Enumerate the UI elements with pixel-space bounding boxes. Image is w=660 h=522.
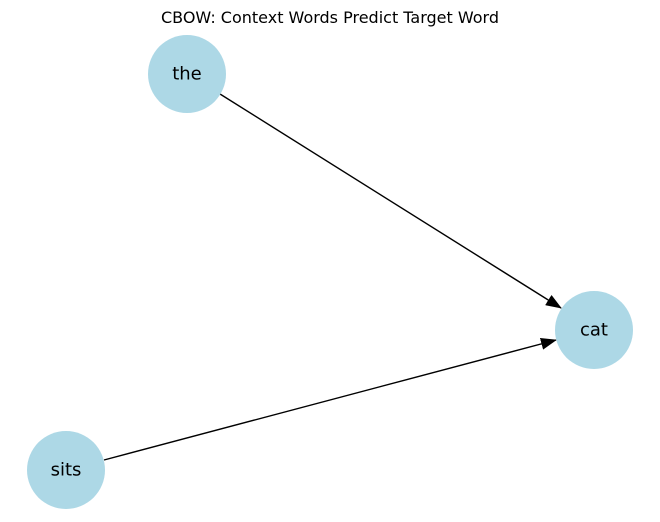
node-sits-label: sits [51,460,82,481]
edge-the-to-cat [219,93,562,309]
node-sits: sits [27,431,105,509]
diagram-title: CBOW: Context Words Predict Target Word [160,8,500,27]
node-the-label: the [172,64,202,85]
node-cat-label: cat [580,320,608,341]
node-cat-circle [555,291,633,369]
node-cat: cat [555,291,633,369]
node-sits-circle [27,431,105,509]
node-the: the [148,35,226,113]
edge-sits-to-cat [103,338,557,461]
node-the-circle [148,35,226,113]
